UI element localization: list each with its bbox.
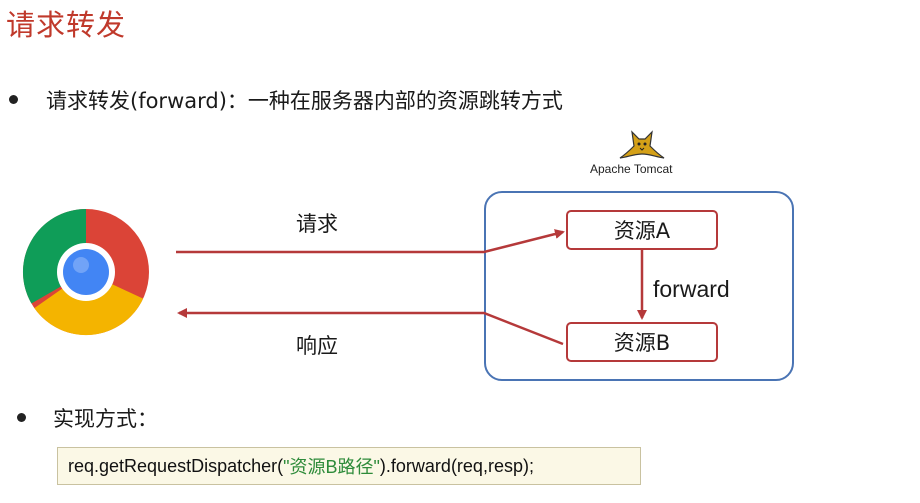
code-string: "资源B路径"	[283, 457, 380, 477]
request-label: 请求	[296, 212, 338, 236]
server-name: Apache Tomcat	[590, 162, 673, 176]
tomcat-cat-icon	[619, 130, 665, 159]
resource-b-label: 资源B	[613, 331, 671, 355]
forward-label: forward	[653, 276, 730, 302]
response-arrow	[177, 308, 564, 346]
implementation-heading: 实现方式：	[53, 407, 158, 431]
resource-a-box: 资源A	[566, 210, 718, 250]
request-arrow	[176, 229, 565, 254]
code-prefix: req.getRequestDispatcher(	[68, 455, 284, 476]
bullet-dot	[17, 413, 26, 422]
resource-a-label: 资源A	[613, 219, 671, 243]
slide-title: 请求转发	[6, 8, 127, 42]
code-snippet: req.getRequestDispatcher("资源B路径").forwar…	[57, 447, 641, 485]
intro-text: 请求转发(forward)：一种在服务器内部的资源跳转方式	[46, 89, 563, 113]
bullet-dot	[9, 95, 18, 104]
response-label: 响应	[296, 334, 338, 358]
chrome-browser-icon	[22, 208, 149, 336]
resource-b-box: 资源B	[566, 322, 718, 362]
code-suffix: ).forward(req,resp);	[379, 455, 534, 476]
server-container	[484, 191, 794, 381]
